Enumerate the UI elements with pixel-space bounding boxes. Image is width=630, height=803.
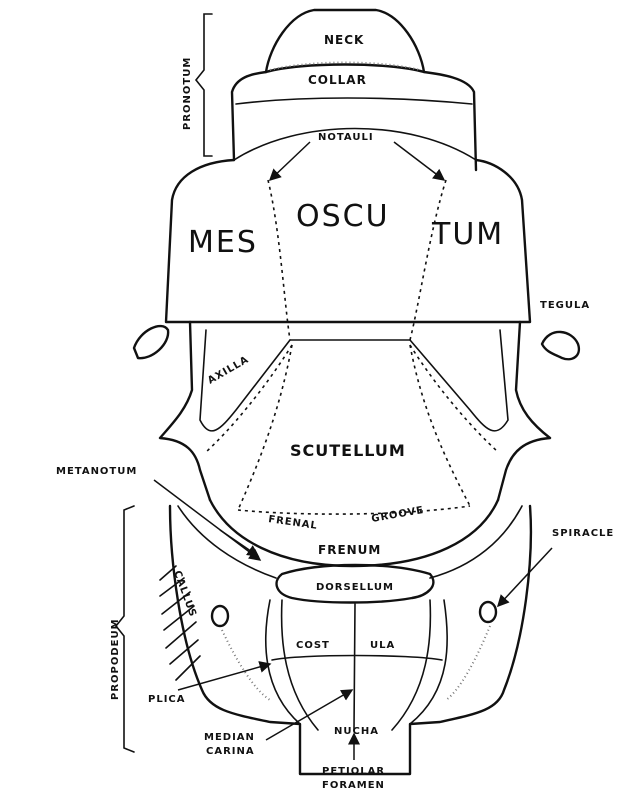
label-median: MEDIAN bbox=[204, 732, 255, 743]
spiracle-left bbox=[212, 606, 228, 626]
arrow-plica bbox=[178, 664, 270, 690]
label-pronotum: PRONOTUM bbox=[182, 57, 193, 130]
label-scutellum: SCUTELLUM bbox=[290, 441, 406, 460]
label-spiracle: SPIRACLE bbox=[552, 528, 614, 539]
scutellum-left-dash bbox=[238, 345, 292, 510]
label-groove: GROOVE bbox=[371, 505, 425, 525]
arrow-notauli-left bbox=[270, 142, 310, 180]
scutellum-right-dash bbox=[410, 345, 470, 506]
label-carina: CARINA bbox=[206, 746, 255, 757]
label-callus: CALLUS bbox=[171, 569, 198, 619]
collar-inner bbox=[236, 98, 472, 104]
label-tum: TUM bbox=[431, 217, 504, 252]
metanotum-right bbox=[430, 506, 522, 578]
label-plica: PLICA bbox=[148, 694, 186, 705]
costula-line bbox=[272, 656, 442, 661]
label-frenum: FRENUM bbox=[318, 543, 381, 557]
mesothorax-outline bbox=[160, 322, 550, 500]
label-nucha: NUCHA bbox=[334, 726, 379, 737]
label-axilla: AXILLA bbox=[206, 354, 251, 386]
label-frenal: FRENAL bbox=[268, 514, 319, 532]
notaulus-right bbox=[410, 180, 446, 340]
label-dorsellum: DORSELLUM bbox=[316, 582, 394, 593]
label-propodeum: PROPODEUM bbox=[110, 618, 121, 700]
frenal-groove bbox=[238, 506, 470, 514]
label-costula-a: COST bbox=[296, 640, 330, 651]
label-mes: MES bbox=[188, 225, 258, 260]
median-carina-line bbox=[354, 604, 355, 730]
tegula-left bbox=[134, 326, 168, 358]
label-costula-b: ULA bbox=[370, 640, 395, 651]
axilla-right bbox=[410, 330, 508, 431]
arrow-notauli-right bbox=[394, 142, 444, 180]
pronotum-bracket bbox=[196, 14, 212, 156]
label-tegula: TEGULA bbox=[540, 300, 590, 311]
label-oscu: OSCU bbox=[296, 199, 390, 234]
arrow-spiracle bbox=[498, 548, 552, 606]
spiracle-right bbox=[480, 602, 496, 622]
propodeum-inner-left bbox=[266, 600, 300, 724]
label-petiolar: PETIOLAR bbox=[322, 766, 385, 777]
propodeum-inner-right bbox=[410, 600, 447, 724]
label-notauli: NOTAULI bbox=[318, 132, 374, 143]
label-neck: NECK bbox=[324, 33, 364, 47]
label-foramen: FORAMEN bbox=[322, 780, 385, 791]
metanotum-left bbox=[178, 506, 276, 578]
label-metanotum: METANOTUM bbox=[56, 466, 137, 477]
axilla-dash-right bbox=[410, 345, 498, 452]
notaulus-left bbox=[268, 180, 290, 340]
callus-stipple-left bbox=[222, 630, 270, 700]
label-collar: COLLAR bbox=[308, 73, 367, 87]
callus-stipple-right bbox=[446, 626, 490, 700]
tegula-right bbox=[542, 332, 579, 359]
